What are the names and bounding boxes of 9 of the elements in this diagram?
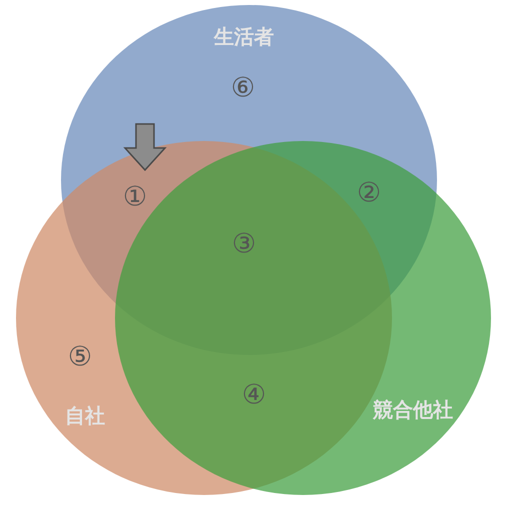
region-number: ① [122,182,148,212]
region-number: ⑤ [68,342,92,372]
region-number: ② [356,178,382,208]
region-number: ④ [242,380,266,410]
set-label: 生活者 [214,24,274,50]
set-label: 競合他社 [373,396,453,424]
region-number: ⑥ [230,72,256,104]
region-number: ③ [232,228,256,260]
set-label: 自社 [65,402,105,430]
